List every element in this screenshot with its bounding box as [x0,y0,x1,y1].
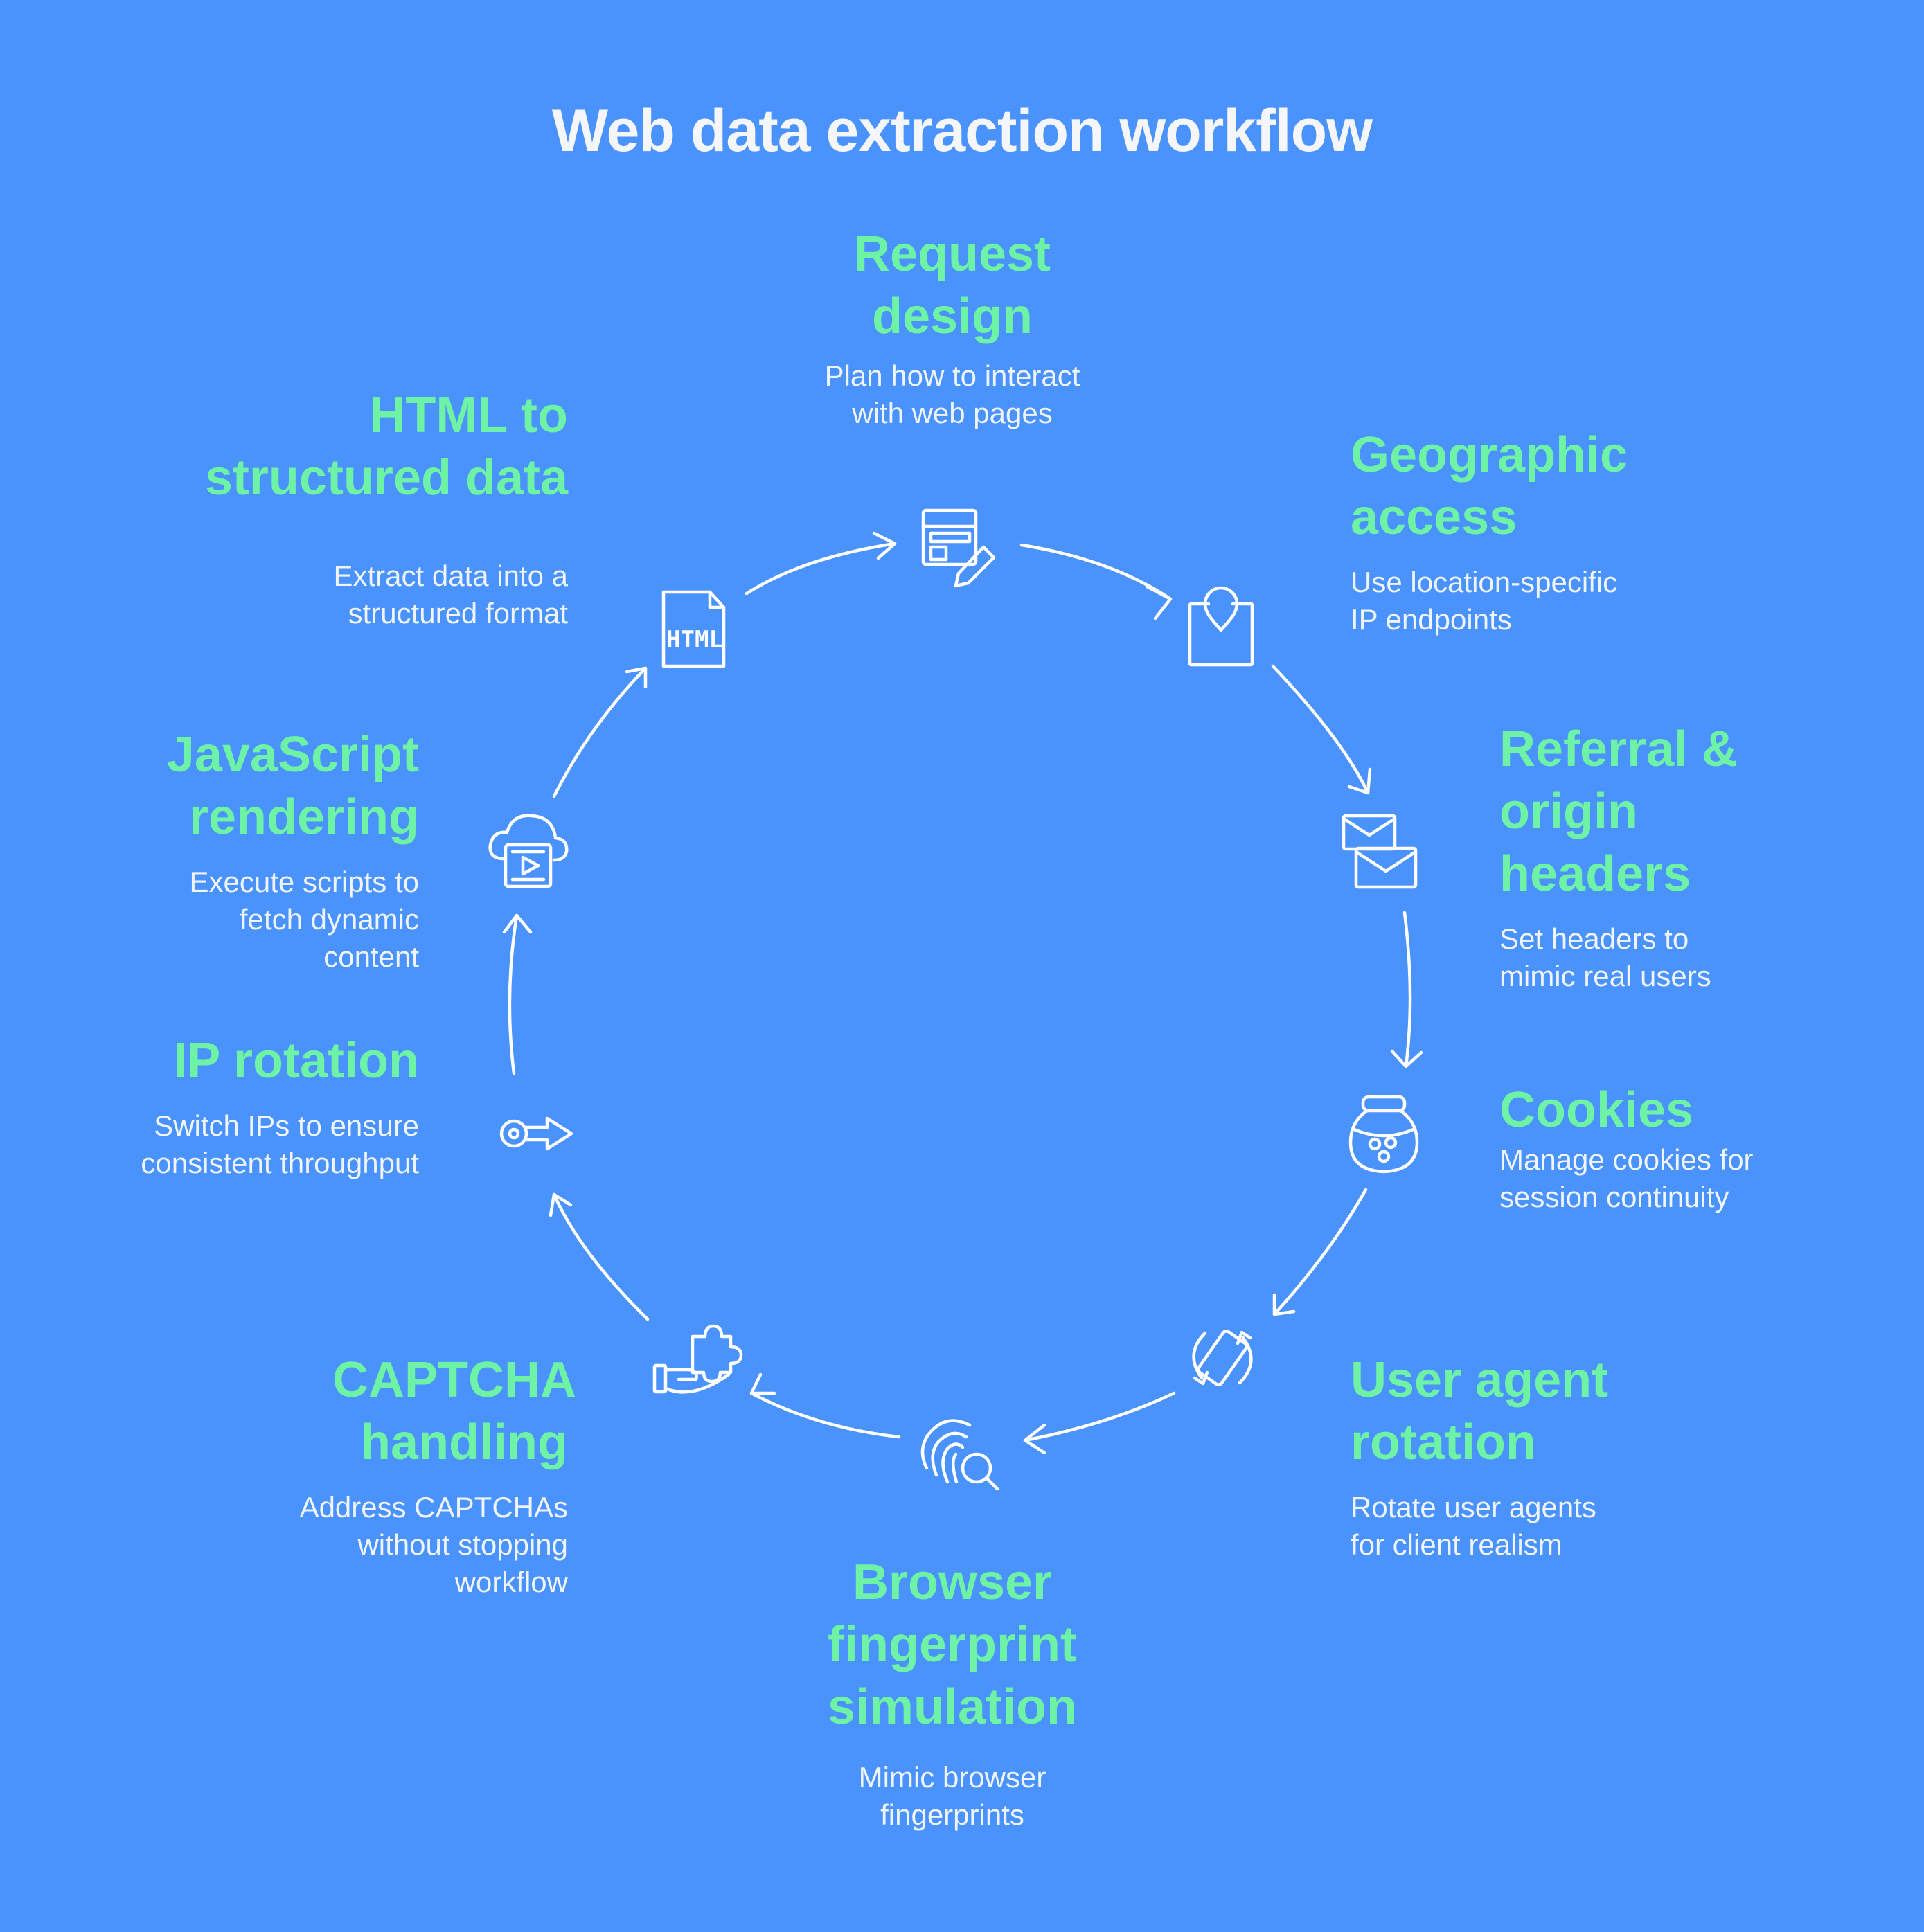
step-description: Address CAPTCHAs without stopping workfl… [299,1491,568,1598]
key-arrow-icon [499,1116,573,1151]
step-heading: Browser fingerprint simulation [827,1555,1078,1735]
cloud-video-icon [488,814,569,888]
step-heading: Request design [853,226,1051,344]
arrowhead-10 [872,531,897,560]
arrowhead-2 [1347,767,1372,795]
arrowhead-6 [749,1372,776,1395]
cycle-arrow-9 [552,666,648,798]
layout-edit-icon [921,508,996,588]
cycle-arrow-10 [745,542,897,596]
step-description: Use location-specific IP endpoints [1351,566,1618,636]
cycle-arrow-6 [749,1391,901,1439]
step-heading: Cookies [1499,1082,1694,1138]
step-heading: Geographic access [1351,427,1628,545]
step-heading: JavaScript rendering [166,727,419,845]
step-description: Extract data into a structured format [333,560,568,629]
step-description: Rotate user agents for client realism [1351,1491,1596,1561]
arrowhead-1 [1145,584,1173,620]
cycle-arrow-3 [1402,911,1412,1068]
step-ip-rotation: IP rotation Switch IPs to ensure consist… [118,1030,419,1182]
page-title: Web data extraction workflow [551,98,1373,164]
step-heading: CAPTCHA handling [332,1352,576,1470]
arrowhead-7 [549,1192,573,1217]
step-heading: IP rotation [173,1033,419,1089]
html-file-icon [661,590,726,668]
cycle-arrow-2 [1271,664,1370,795]
step-heading: Referral & origin headers [1499,722,1738,902]
html-icon-label: HTML [666,626,723,654]
cycle-arrow-8 [508,913,519,1075]
step-browser-fingerprint: Browser fingerprint simulation Mimic bro… [769,1551,1136,1834]
step-heading: HTML to structured data [204,388,568,506]
step-javascript-rendering: JavaScript rendering Execute scripts to … [118,724,419,976]
fingerprint-search-icon [920,1419,999,1491]
cycle-arrow-5 [1023,1391,1176,1442]
step-cookies: Cookies Manage cookies for session conti… [1499,1079,1825,1216]
step-description: Execute scripts to fetch dynamic content [189,866,419,973]
cycle-arrow-4 [1272,1188,1368,1316]
step-description: Set headers to mimic real users [1499,922,1711,992]
step-description: Plan how to interact with web pages [824,359,1080,429]
step-request-design: Request design Plan how to interact with… [769,223,1136,432]
arrowhead-9 [625,666,648,689]
rotate-device-icon [1192,1330,1253,1386]
step-description: Switch IPs to ensure consistent throughp… [141,1109,419,1179]
cycle-arrow-1 [1019,543,1173,601]
step-html-structured-data: HTML to structured data Extract data int… [201,384,568,632]
step-geographic-access: Geographic access Use location-specific … [1351,424,1648,638]
step-description: Mimic browser fingerprints [858,1761,1046,1831]
step-description: Manage cookies for session continuity [1499,1143,1754,1213]
envelopes-icon [1342,814,1418,889]
cookie-jar-icon [1348,1095,1419,1174]
arrowhead-8 [502,913,533,934]
arrowhead-5 [1023,1423,1046,1455]
step-captcha-handling: CAPTCHA handling Address CAPTCHAs withou… [270,1349,576,1601]
cycle-arrow-7 [552,1192,650,1321]
arrowhead-4 [1272,1293,1296,1316]
puzzle-hand-icon [652,1324,743,1394]
step-user-agent-rotation: User agent rotation Rotate user agents f… [1351,1349,1648,1564]
arrowhead-3 [1390,1049,1423,1068]
location-pin-icon [1188,586,1254,667]
step-heading: User agent rotation [1351,1352,1609,1470]
step-referral-origin-headers: Referral & origin headers Set headers to… [1499,718,1776,995]
